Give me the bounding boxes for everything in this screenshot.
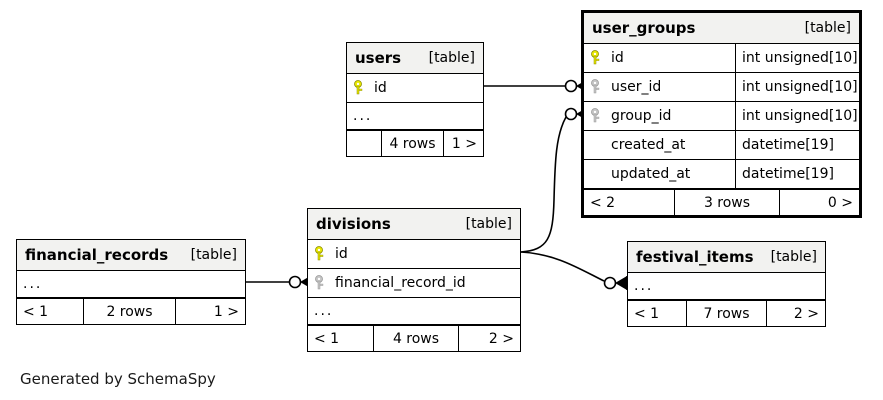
table-title: divisions	[316, 215, 391, 233]
table-footer: 4 rows 1 >	[347, 130, 483, 156]
column-type: int unsigned[10]	[735, 44, 859, 72]
table-row[interactable]: user_id int unsigned[10]	[584, 73, 859, 102]
table-footer: < 2 3 rows 0 >	[584, 189, 859, 215]
table-row[interactable]: updated_at datetime[19]	[584, 160, 859, 189]
table-financial_records[interactable]: financial_records [table] ... < 1 2 rows…	[16, 239, 246, 325]
footer-prev-link[interactable]: < 1	[314, 330, 340, 347]
column-type: datetime[19]	[735, 160, 859, 188]
column-name: financial_record_id	[335, 275, 466, 291]
column-type: int unsigned[10]	[735, 102, 859, 130]
column-cell: id	[308, 240, 520, 268]
relationship-divisions-to-user-groups	[520, 116, 567, 253]
footer-row-count: 4 rows	[373, 326, 458, 351]
table-tag: [table]	[770, 249, 817, 265]
footer-prev-link[interactable]: < 1	[23, 303, 49, 320]
column-type: datetime[19]	[735, 131, 859, 159]
footer-row-count: 4 rows	[381, 131, 443, 156]
column-name: id	[335, 246, 348, 262]
column-name: id	[611, 50, 624, 66]
footer-prev-link[interactable]: < 2	[590, 194, 616, 211]
footer-next-link[interactable]: 2 >	[458, 326, 520, 351]
table-title: users	[355, 49, 402, 67]
column-cell: created_at	[584, 131, 735, 159]
table-title: festival_items	[636, 248, 754, 266]
table-header: user_groups [table]	[584, 13, 859, 44]
table-header: financial_records [table]	[17, 240, 245, 271]
table-title: user_groups	[592, 19, 696, 37]
generated-by-caption: Generated by SchemaSpy	[20, 370, 216, 388]
relationship-divisions-to-festival-items	[520, 251, 605, 282]
table-festival_items[interactable]: festival_items [table] ... < 1 7 rows 2 …	[627, 241, 826, 327]
table-footer: < 1 4 rows 2 >	[308, 325, 520, 351]
table-tag: [table]	[190, 247, 237, 263]
column-name: id	[374, 80, 387, 96]
footer-prev-link[interactable]	[347, 131, 381, 156]
column-name: updated_at	[611, 166, 691, 182]
table-header: users [table]	[347, 43, 483, 74]
column-cell: group_id	[584, 102, 735, 130]
column-name: group_id	[611, 108, 672, 124]
primary-key-icon	[591, 50, 600, 65]
table-tag: [table]	[428, 50, 475, 66]
table-users[interactable]: users [table] id ... 4 rows 1 >	[346, 42, 484, 157]
more-columns-indicator: ...	[308, 298, 520, 325]
footer-prev-link[interactable]: < 1	[634, 305, 660, 322]
table-tag: [table]	[804, 20, 851, 36]
column-type: int unsigned[10]	[735, 73, 859, 101]
table-title: financial_records	[25, 246, 169, 264]
footer-next-link[interactable]: 2 >	[766, 301, 825, 326]
table-footer: < 1 2 rows 1 >	[17, 298, 245, 324]
table-row[interactable]: group_id int unsigned[10]	[584, 102, 859, 131]
column-name: created_at	[611, 137, 686, 153]
table-footer: < 1 7 rows 2 >	[628, 300, 825, 326]
column-cell: updated_at	[584, 160, 735, 188]
foreign-key-icon	[591, 108, 600, 123]
table-row[interactable]: id	[308, 240, 520, 269]
footer-row-count: 7 rows	[686, 301, 766, 326]
table-header: festival_items [table]	[628, 242, 825, 273]
foreign-key-icon	[315, 275, 324, 290]
column-name: user_id	[611, 79, 662, 95]
table-user_groups[interactable]: user_groups [table] id int unsigned[10]	[581, 10, 862, 218]
more-columns-indicator: ...	[17, 271, 245, 298]
footer-next-link[interactable]: 0 >	[779, 190, 859, 215]
foreign-key-icon	[591, 79, 600, 94]
table-row[interactable]: id	[347, 74, 483, 103]
footer-row-count: 2 rows	[83, 299, 175, 324]
primary-key-icon	[315, 246, 324, 261]
table-row[interactable]: financial_record_id	[308, 269, 520, 298]
column-cell: id	[347, 74, 483, 102]
column-cell: user_id	[584, 73, 735, 101]
column-cell: id	[584, 44, 735, 72]
footer-row-count: 3 rows	[674, 190, 779, 215]
more-columns-indicator: ...	[347, 103, 483, 130]
column-cell: financial_record_id	[308, 269, 520, 297]
table-row[interactable]: created_at datetime[19]	[584, 131, 859, 160]
footer-next-link[interactable]: 1 >	[443, 131, 483, 156]
table-tag: [table]	[465, 216, 512, 232]
footer-next-link[interactable]: 1 >	[175, 299, 245, 324]
more-columns-indicator: ...	[628, 273, 825, 300]
primary-key-icon	[354, 80, 363, 95]
table-divisions[interactable]: divisions [table] id	[307, 208, 521, 352]
table-header: divisions [table]	[308, 209, 520, 240]
table-row[interactable]: id int unsigned[10]	[584, 44, 859, 73]
